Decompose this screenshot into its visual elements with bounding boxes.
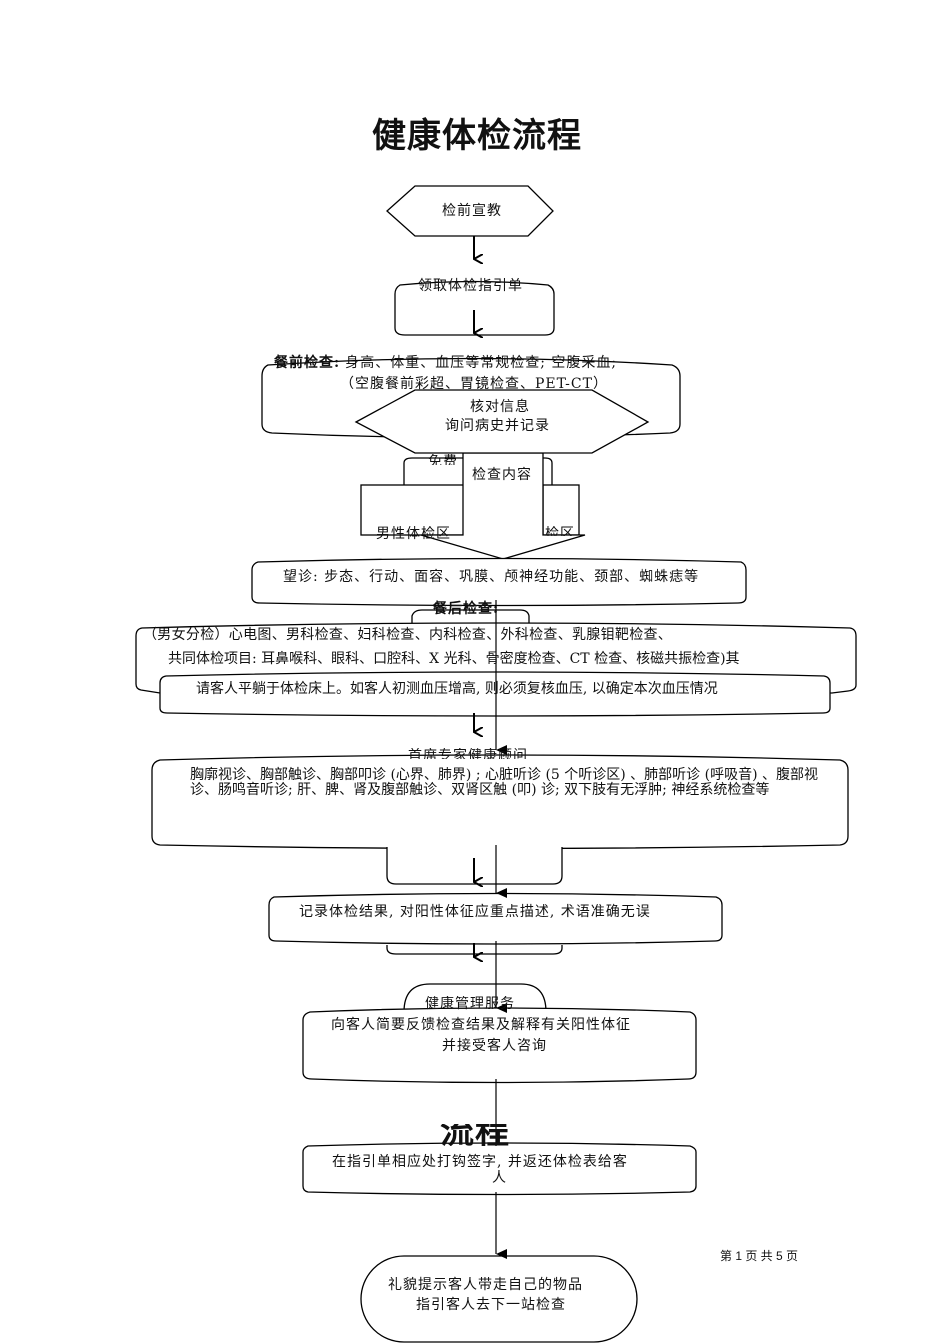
feedback-line1: 向客人简要反馈检查结果及解释有关阳性体征 <box>331 1017 631 1033</box>
sign-line1: 在指引单相应处打钩签字, 并返还体检表给客 <box>332 1154 628 1170</box>
record-results-label: 记录体检结果, 对阳性体征应重点描述, 术语准确无误 <box>299 904 651 920</box>
pre-education-label: 检前宣教 <box>442 203 502 219</box>
physical-exam-label: 胸廓视诊、胸部触诊、胸部叩诊 (心界、肺界) ; 心脏听诊 (5 个听诊区) 、… <box>190 767 818 798</box>
get-guide-label: 领取体检指引单 <box>418 278 523 294</box>
exam-content-block-arrow <box>420 452 586 560</box>
male-zone-label: 男性体检区 <box>376 526 451 542</box>
male-zone-box <box>360 484 465 536</box>
health-mgmt-box <box>403 983 547 1013</box>
feedback-line2: 并接受客人咨询 <box>442 1038 547 1054</box>
exam-content-label: 检查内容 <box>472 467 532 483</box>
fasting-check-text: 身高、体重、血压等常规检查; 空腹采血; <box>345 355 618 371</box>
after-meal-heading: 餐后检查: <box>433 601 500 617</box>
free-label-hidden: 免费 <box>428 454 458 465</box>
inspection-box <box>251 557 747 607</box>
physical-exam-box <box>151 754 849 850</box>
farewell-line1: 礼貌提示客人带走自己的物品 <box>388 1277 583 1293</box>
page-title: 健康体检流程 <box>372 116 582 156</box>
guide-box <box>394 280 555 336</box>
sign-line2: 人 <box>492 1170 507 1186</box>
record-results-box <box>268 892 723 945</box>
fasting-check-line1: 餐前检查: 身高、体重、血压等常规检查; 空腹采血; <box>274 352 617 372</box>
after-meal-line1: （男女分检）心电图、男科检查、妇科检查、内科检查、外科检查、乳腺钼靶检查、 <box>143 627 673 643</box>
farewell-line2: 指引客人去下一站检查 <box>416 1297 566 1313</box>
feedback-box <box>302 1007 697 1084</box>
page-footer: 第 1 页 共 5 页 <box>720 1249 799 1263</box>
after-meal-line2: 共同体检项目: 耳鼻喉科、眼科、口腔科、X 光科、骨密度检查、CT 检查、核磁共… <box>168 651 740 667</box>
inspection-label: 望诊: 步态、行动、面容、巩膜、颅神经功能、颈部、蜘蛛痣等 <box>283 569 700 585</box>
lie-down-label: 请客人平躺于体检床上。如客人初测血压增高, 则必须复核血压, 以确定本次血压情况 <box>196 681 718 697</box>
expert-label-hidden: 首席专家健康顾问 <box>408 748 528 759</box>
verify-info-line1: 核对信息 <box>470 399 530 415</box>
health-mgmt-label-hidden: 健康管理服务 <box>425 996 515 1011</box>
fasting-check-heading: 餐前检查: <box>274 355 341 371</box>
lie-down-box <box>159 671 831 717</box>
sign-box <box>302 1142 697 1196</box>
female-zone-label: 检区 <box>545 526 575 536</box>
fasting-check-line2: （空腹餐前彩超、胃镜检查、PET-CT） <box>340 376 608 392</box>
verify-info-line2: 询问病史并记录 <box>445 418 550 434</box>
verify-info-hexagon <box>354 389 650 454</box>
ghost-title: 流程 <box>440 1124 510 1146</box>
pre-education-hexagon <box>386 185 554 237</box>
